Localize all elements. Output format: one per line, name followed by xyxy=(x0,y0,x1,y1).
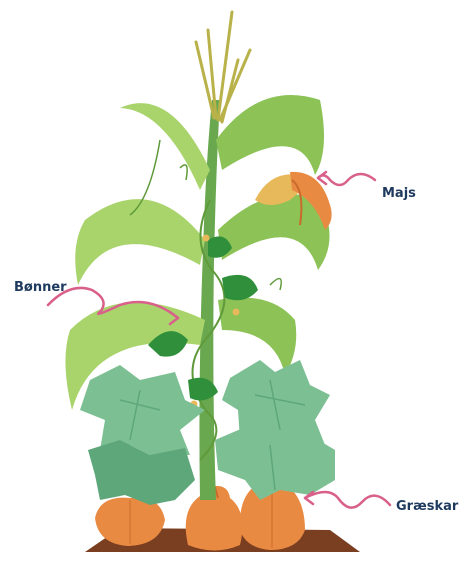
bean-leaf xyxy=(222,275,258,300)
arrow-to-squash xyxy=(305,492,390,508)
label-squash: Græskar xyxy=(396,499,459,514)
corn-leaf xyxy=(120,103,210,190)
corn-leaves xyxy=(65,95,329,410)
bean-flower xyxy=(233,309,240,316)
label-beans: Bønner xyxy=(14,280,67,295)
bean-flower xyxy=(203,235,210,242)
arrowhead-corn xyxy=(318,172,326,184)
corn-tassel xyxy=(196,12,250,122)
corn-leaf xyxy=(75,199,205,285)
label-corn: Majs xyxy=(382,186,416,201)
corn-leaf xyxy=(216,95,324,175)
squash-leaf xyxy=(80,365,205,455)
